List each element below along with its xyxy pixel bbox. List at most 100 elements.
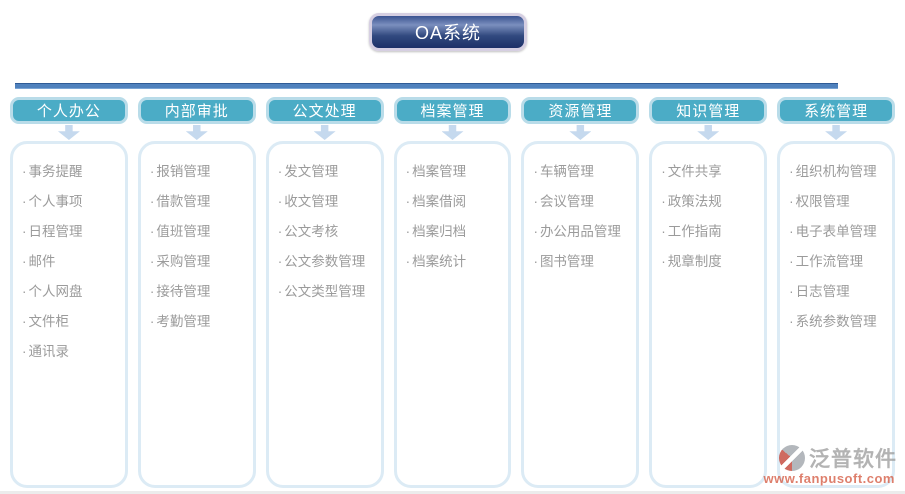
menu-item-label: 车辆管理	[539, 164, 594, 179]
menu-item: ·工作流管理	[789, 247, 888, 277]
menu-item: ·组织机构管理	[789, 157, 888, 187]
category-panel: ·发文管理·收文管理·公文考核·公文参数管理·公文类型管理	[265, 141, 384, 488]
bullet-icon: ·	[22, 284, 27, 299]
menu-item: ·接待管理	[150, 277, 249, 307]
category-columns: 个人办公 ·事务提醒·个人事项·日程管理·邮件·个人网盘·文件柜·通讯录内部审批 ·…	[10, 97, 896, 488]
menu-item-label: 日程管理	[28, 224, 83, 239]
menu-item: ·个人网盘	[22, 277, 121, 307]
menu-item-label: 公文参数管理	[284, 254, 366, 269]
arrow-down-icon	[441, 125, 464, 140]
menu-item-label: 日志管理	[795, 284, 850, 299]
arrow-down-icon	[569, 125, 592, 140]
menu-item: ·公文考核	[278, 217, 377, 247]
menu-item-label: 个人事项	[28, 194, 83, 209]
horizontal-divider	[15, 83, 838, 89]
bullet-icon: ·	[22, 254, 27, 269]
menu-item-label: 规章制度	[667, 254, 722, 269]
category-column: 公文处理·发文管理·收文管理·公文考核·公文参数管理·公文类型管理	[265, 97, 384, 488]
bullet-icon: ·	[277, 254, 283, 269]
menu-item: ·权限管理	[789, 187, 888, 217]
menu-item-label: 电子表单管理	[795, 224, 877, 239]
category-header: 知识管理	[649, 97, 768, 124]
menu-item-label: 事务提醒	[28, 164, 83, 179]
category-panel: ·档案管理·档案借阅·档案归档·档案统计	[393, 141, 512, 488]
bullet-icon: ·	[661, 254, 666, 269]
menu-item-label: 文件共享	[667, 164, 722, 179]
menu-item: ·车辆管理	[533, 157, 632, 187]
menu-item: ·档案管理	[406, 157, 505, 187]
menu-item: ·档案统计	[406, 247, 505, 277]
diagram-title: OA系统	[369, 13, 527, 51]
menu-item-label: 接待管理	[156, 284, 211, 299]
bullet-icon: ·	[22, 194, 27, 209]
bullet-icon: ·	[533, 194, 538, 209]
menu-item-label: 档案归档	[412, 224, 467, 239]
bullet-icon: ·	[789, 284, 794, 299]
menu-item: ·档案归档	[406, 217, 505, 247]
menu-item-label: 考勤管理	[156, 314, 211, 329]
category-panel: ·组织机构管理·权限管理·电子表单管理·工作流管理·日志管理·系统参数管理	[777, 141, 896, 488]
category-header: 档案管理	[393, 97, 512, 124]
bullet-icon: ·	[661, 164, 666, 179]
menu-item-label: 权限管理	[795, 194, 850, 209]
menu-item: ·规章制度	[661, 247, 760, 277]
category-header-label: 公文处理	[292, 103, 357, 120]
bullet-icon: ·	[277, 284, 283, 299]
arrow-down-icon	[825, 125, 848, 140]
menu-item-label: 会议管理	[539, 194, 594, 209]
bullet-icon: ·	[22, 224, 27, 239]
category-column: 知识管理 ·文件共享·政策法规·工作指南·规章制度	[649, 97, 768, 488]
diagram-title-label: OA系统	[414, 23, 481, 43]
bullet-icon: ·	[277, 194, 283, 209]
bullet-icon: ·	[533, 164, 538, 179]
menu-item-label: 值班管理	[156, 224, 211, 239]
bullet-icon: ·	[149, 254, 155, 269]
menu-item: ·图书管理	[533, 247, 632, 277]
menu-item: ·公文参数管理	[278, 247, 377, 277]
category-header: 个人办公	[10, 97, 128, 124]
menu-item-label: 组织机构管理	[795, 164, 877, 179]
menu-item: ·考勤管理	[150, 307, 249, 337]
category-header: 系统管理	[777, 97, 896, 124]
category-header-label: 资源管理	[548, 103, 613, 120]
bullet-icon: ·	[149, 164, 155, 179]
arrow-down-icon	[185, 125, 208, 140]
menu-item: ·收文管理	[278, 187, 377, 217]
bullet-icon: ·	[277, 164, 283, 179]
menu-item-label: 公文类型管理	[284, 284, 366, 299]
bullet-icon: ·	[789, 314, 794, 329]
menu-item: ·事务提醒	[22, 157, 121, 187]
bullet-icon: ·	[405, 254, 411, 269]
bullet-icon: ·	[22, 164, 27, 179]
menu-item-label: 工作流管理	[795, 254, 864, 269]
menu-item-label: 系统参数管理	[795, 314, 877, 329]
category-header-label: 系统管理	[804, 103, 869, 120]
bullet-icon: ·	[277, 224, 283, 239]
menu-item-label: 发文管理	[284, 164, 339, 179]
bullet-icon: ·	[789, 224, 794, 239]
bullet-icon: ·	[22, 344, 27, 359]
menu-item-label: 图书管理	[539, 254, 594, 269]
category-panel: ·车辆管理·会议管理·办公用品管理·图书管理	[521, 141, 640, 488]
category-header-label: 个人办公	[36, 103, 101, 120]
menu-item-label: 档案借阅	[412, 194, 467, 209]
menu-item: ·借款管理	[150, 187, 249, 217]
category-panel: ·事务提醒·个人事项·日程管理·邮件·个人网盘·文件柜·通讯录	[10, 141, 128, 488]
bullet-icon: ·	[149, 314, 155, 329]
bullet-icon: ·	[149, 284, 155, 299]
menu-item-label: 政策法规	[667, 194, 722, 209]
menu-item-label: 个人网盘	[28, 284, 83, 299]
bullet-icon: ·	[789, 194, 794, 209]
bullet-icon: ·	[149, 194, 155, 209]
menu-item: ·通讯录	[22, 337, 121, 367]
category-header: 内部审批	[137, 97, 256, 124]
menu-item-label: 档案统计	[412, 254, 467, 269]
category-header: 资源管理	[521, 97, 640, 124]
menu-item-label: 采购管理	[156, 254, 211, 269]
bullet-icon: ·	[405, 164, 411, 179]
category-panel: ·文件共享·政策法规·工作指南·规章制度	[649, 141, 768, 488]
arrow-down-icon	[313, 125, 336, 140]
menu-item-label: 档案管理	[412, 164, 467, 179]
menu-item: ·采购管理	[150, 247, 249, 277]
menu-item-label: 借款管理	[156, 194, 211, 209]
